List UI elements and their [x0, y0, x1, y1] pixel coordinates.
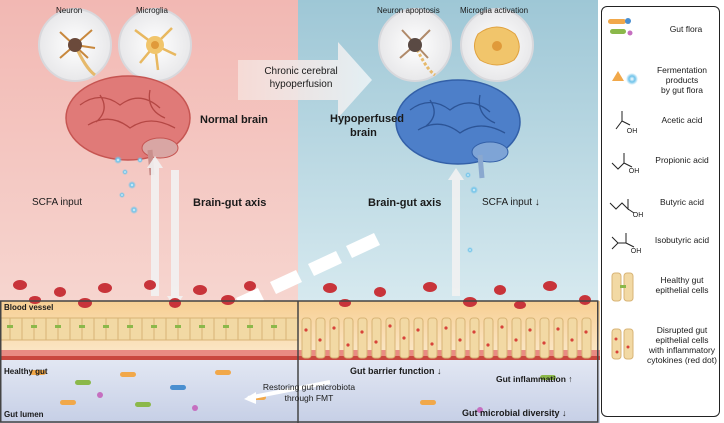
legend-acetic: Acetic acid: [661, 115, 703, 125]
fmt-label-2: through FMT: [284, 393, 334, 403]
legend-fermentation-icon: [612, 71, 638, 85]
gut-microbial-diversity-label: Gut microbial diversity ↓: [462, 408, 567, 418]
legend-butyric: Butyric acid: [660, 197, 704, 207]
legend-gut-flora: Gut flora: [669, 24, 703, 34]
legend-isobutyric-oh: OH: [630, 248, 642, 255]
gut-lumen-label: Gut lumen: [4, 410, 44, 419]
legend-fermentation-3: by gut flora: [660, 85, 704, 95]
red-blood-cell-icon: [13, 280, 591, 309]
hypoperfusion-label-2: hypoperfusion: [269, 79, 333, 90]
fmt-arrow: [244, 380, 331, 404]
legend-disrupted-3: with inflammatory: [648, 345, 716, 355]
legend-isobutyric: Isobutyric acid: [654, 235, 710, 245]
hypoperfused-brain-label-1: Hypoperfused: [330, 113, 404, 125]
legend-gut-flora-icon: [608, 18, 633, 36]
hypoperfused-brain-label-2: brain: [350, 127, 377, 139]
brain-gut-axis-arrows-right: [448, 168, 464, 296]
legend-butyric-oh: OH: [632, 212, 644, 219]
main-illustration: [0, 8, 600, 423]
legend-healthy-1: Healthy gut: [660, 275, 704, 285]
legend-disrupted-4: cytokines (red dot): [647, 355, 717, 365]
molecule-icon: [609, 111, 635, 250]
inflammatory-cytokines: [304, 324, 588, 347]
hypoperfusion-label-1: Chronic cerebral: [264, 66, 338, 77]
microglia-activation-icon: [460, 8, 534, 82]
legend-disrupted-2: epithelial cells: [655, 335, 709, 345]
normal-brain-label: Normal brain: [200, 114, 268, 126]
brain-gut-axis-left-label: Brain-gut axis: [193, 197, 267, 209]
scfa-dots-top: [114, 156, 478, 253]
gut-barrier-label: Gut barrier function ↓: [350, 366, 442, 376]
healthy-gut-label: Healthy gut: [4, 367, 48, 376]
microglia-activation-label: Microglia activation: [460, 6, 529, 15]
brain-gut-axis-right-label: Brain-gut axis: [368, 197, 442, 209]
legend-box: Gut flora Fermentation products by gut f…: [601, 6, 720, 417]
blood-vessel-label: Blood vessel: [4, 303, 54, 312]
neuron-apoptosis-icon: [378, 8, 452, 82]
legend-disrupted-1: Disrupted gut: [656, 325, 708, 335]
gut-lumen: [0, 360, 600, 423]
legend-acetic-oh: OH: [626, 128, 638, 135]
healthy-epithelium: [0, 317, 299, 341]
legend-disrupted-cells-icon: [611, 328, 634, 360]
hypoperfused-brain-icon: [395, 79, 521, 179]
fmt-label-1: Restoring gut microbiota: [262, 382, 356, 392]
gut-inflammation-label: Gut inflammation ↑: [496, 374, 573, 384]
scfa-input-right-label: SCFA input ↓: [482, 197, 540, 208]
normal-brain-icon: [65, 75, 191, 176]
legend-propionic: Propionic acid: [655, 155, 709, 165]
neuron-icon: [38, 8, 112, 82]
neuron-label: Neuron: [56, 6, 83, 15]
scfa-input-left-label: SCFA input: [32, 197, 83, 208]
legend-fermentation-1: Fermentation: [656, 65, 708, 75]
legend-fermentation-2: products: [665, 75, 699, 85]
microglia-icon: [118, 8, 192, 82]
microglia-label: Microglia: [136, 6, 169, 15]
broken-axis-dashes: [236, 233, 380, 310]
legend-propionic-oh: OH: [628, 168, 640, 175]
hypoperfusion-arrow: [238, 42, 372, 118]
legend-healthy-cells-icon: [611, 272, 634, 302]
neuron-apoptosis-label: Neuron apoptosis: [377, 6, 440, 15]
brain-gut-axis-arrows-left: [147, 156, 183, 308]
legend-healthy-2: epithelial cells: [655, 285, 709, 295]
disrupted-epithelium: [301, 317, 592, 359]
